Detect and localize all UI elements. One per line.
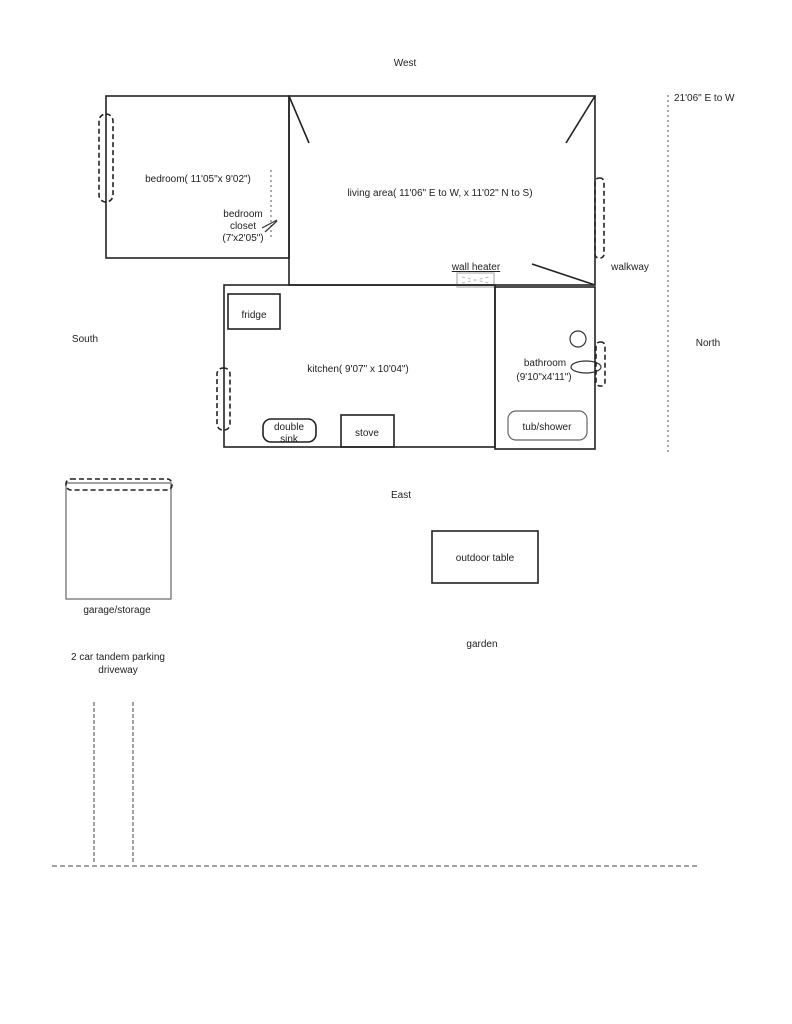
- fridge-label: fridge: [241, 310, 266, 321]
- bathroom-window: [595, 341, 606, 387]
- dimension-note: 21'06" E to W: [674, 93, 735, 104]
- bathroom-label-1: bathroom: [524, 358, 566, 369]
- parking-label-1: 2 car tandem parking: [71, 652, 165, 663]
- fridge: [227, 293, 281, 330]
- double-sink: [262, 418, 317, 443]
- garage-label: garage/storage: [83, 605, 151, 616]
- kitchen-label: kitchen( 9'07" x 10'04"): [307, 364, 409, 375]
- door-swing: [565, 95, 596, 144]
- label-south: South: [72, 334, 98, 345]
- sink-label-1: double: [274, 422, 304, 433]
- stove: [340, 414, 395, 448]
- door-swing: [531, 263, 596, 286]
- kitchen-window: [216, 367, 231, 431]
- wall-heater-icon: [456, 272, 495, 288]
- bathroom: [494, 286, 596, 450]
- closet-label-3: (7'x2'05"): [222, 233, 263, 244]
- sink-icon: [569, 330, 587, 348]
- living-window: [594, 177, 605, 259]
- closet-label-2: closet: [230, 221, 256, 232]
- closet-arrow-icon: [261, 219, 278, 233]
- walkway-label: walkway: [610, 262, 649, 273]
- closet-label-1: bedroom: [223, 209, 262, 220]
- bedroom-label: bedroom( 11'05"x 9'02"): [145, 174, 251, 185]
- label-north: North: [696, 338, 720, 349]
- garden-label: garden: [466, 639, 497, 650]
- outdoor-table-label: outdoor table: [456, 553, 515, 564]
- garage-storage: [65, 482, 172, 600]
- tub-label: tub/shower: [523, 422, 573, 433]
- garage-door: [65, 478, 173, 491]
- wall-heater-label: wall heater: [451, 262, 501, 273]
- living-area-label: living area( 11'06" E to W, x 11'02" N t…: [347, 188, 532, 199]
- outdoor-table: [431, 530, 539, 584]
- parking-label-2: driveway: [98, 665, 137, 676]
- door-swing: [288, 95, 310, 144]
- bedroom-window: [98, 113, 114, 203]
- label-west: West: [394, 58, 417, 69]
- toilet-icon: [570, 360, 602, 374]
- bathroom-label-2: (9'10"x4'11"): [516, 372, 571, 383]
- tub-shower: [507, 410, 588, 441]
- stove-label: stove: [355, 428, 379, 439]
- sink-label-2: sink: [280, 434, 299, 445]
- label-east: East: [391, 490, 411, 501]
